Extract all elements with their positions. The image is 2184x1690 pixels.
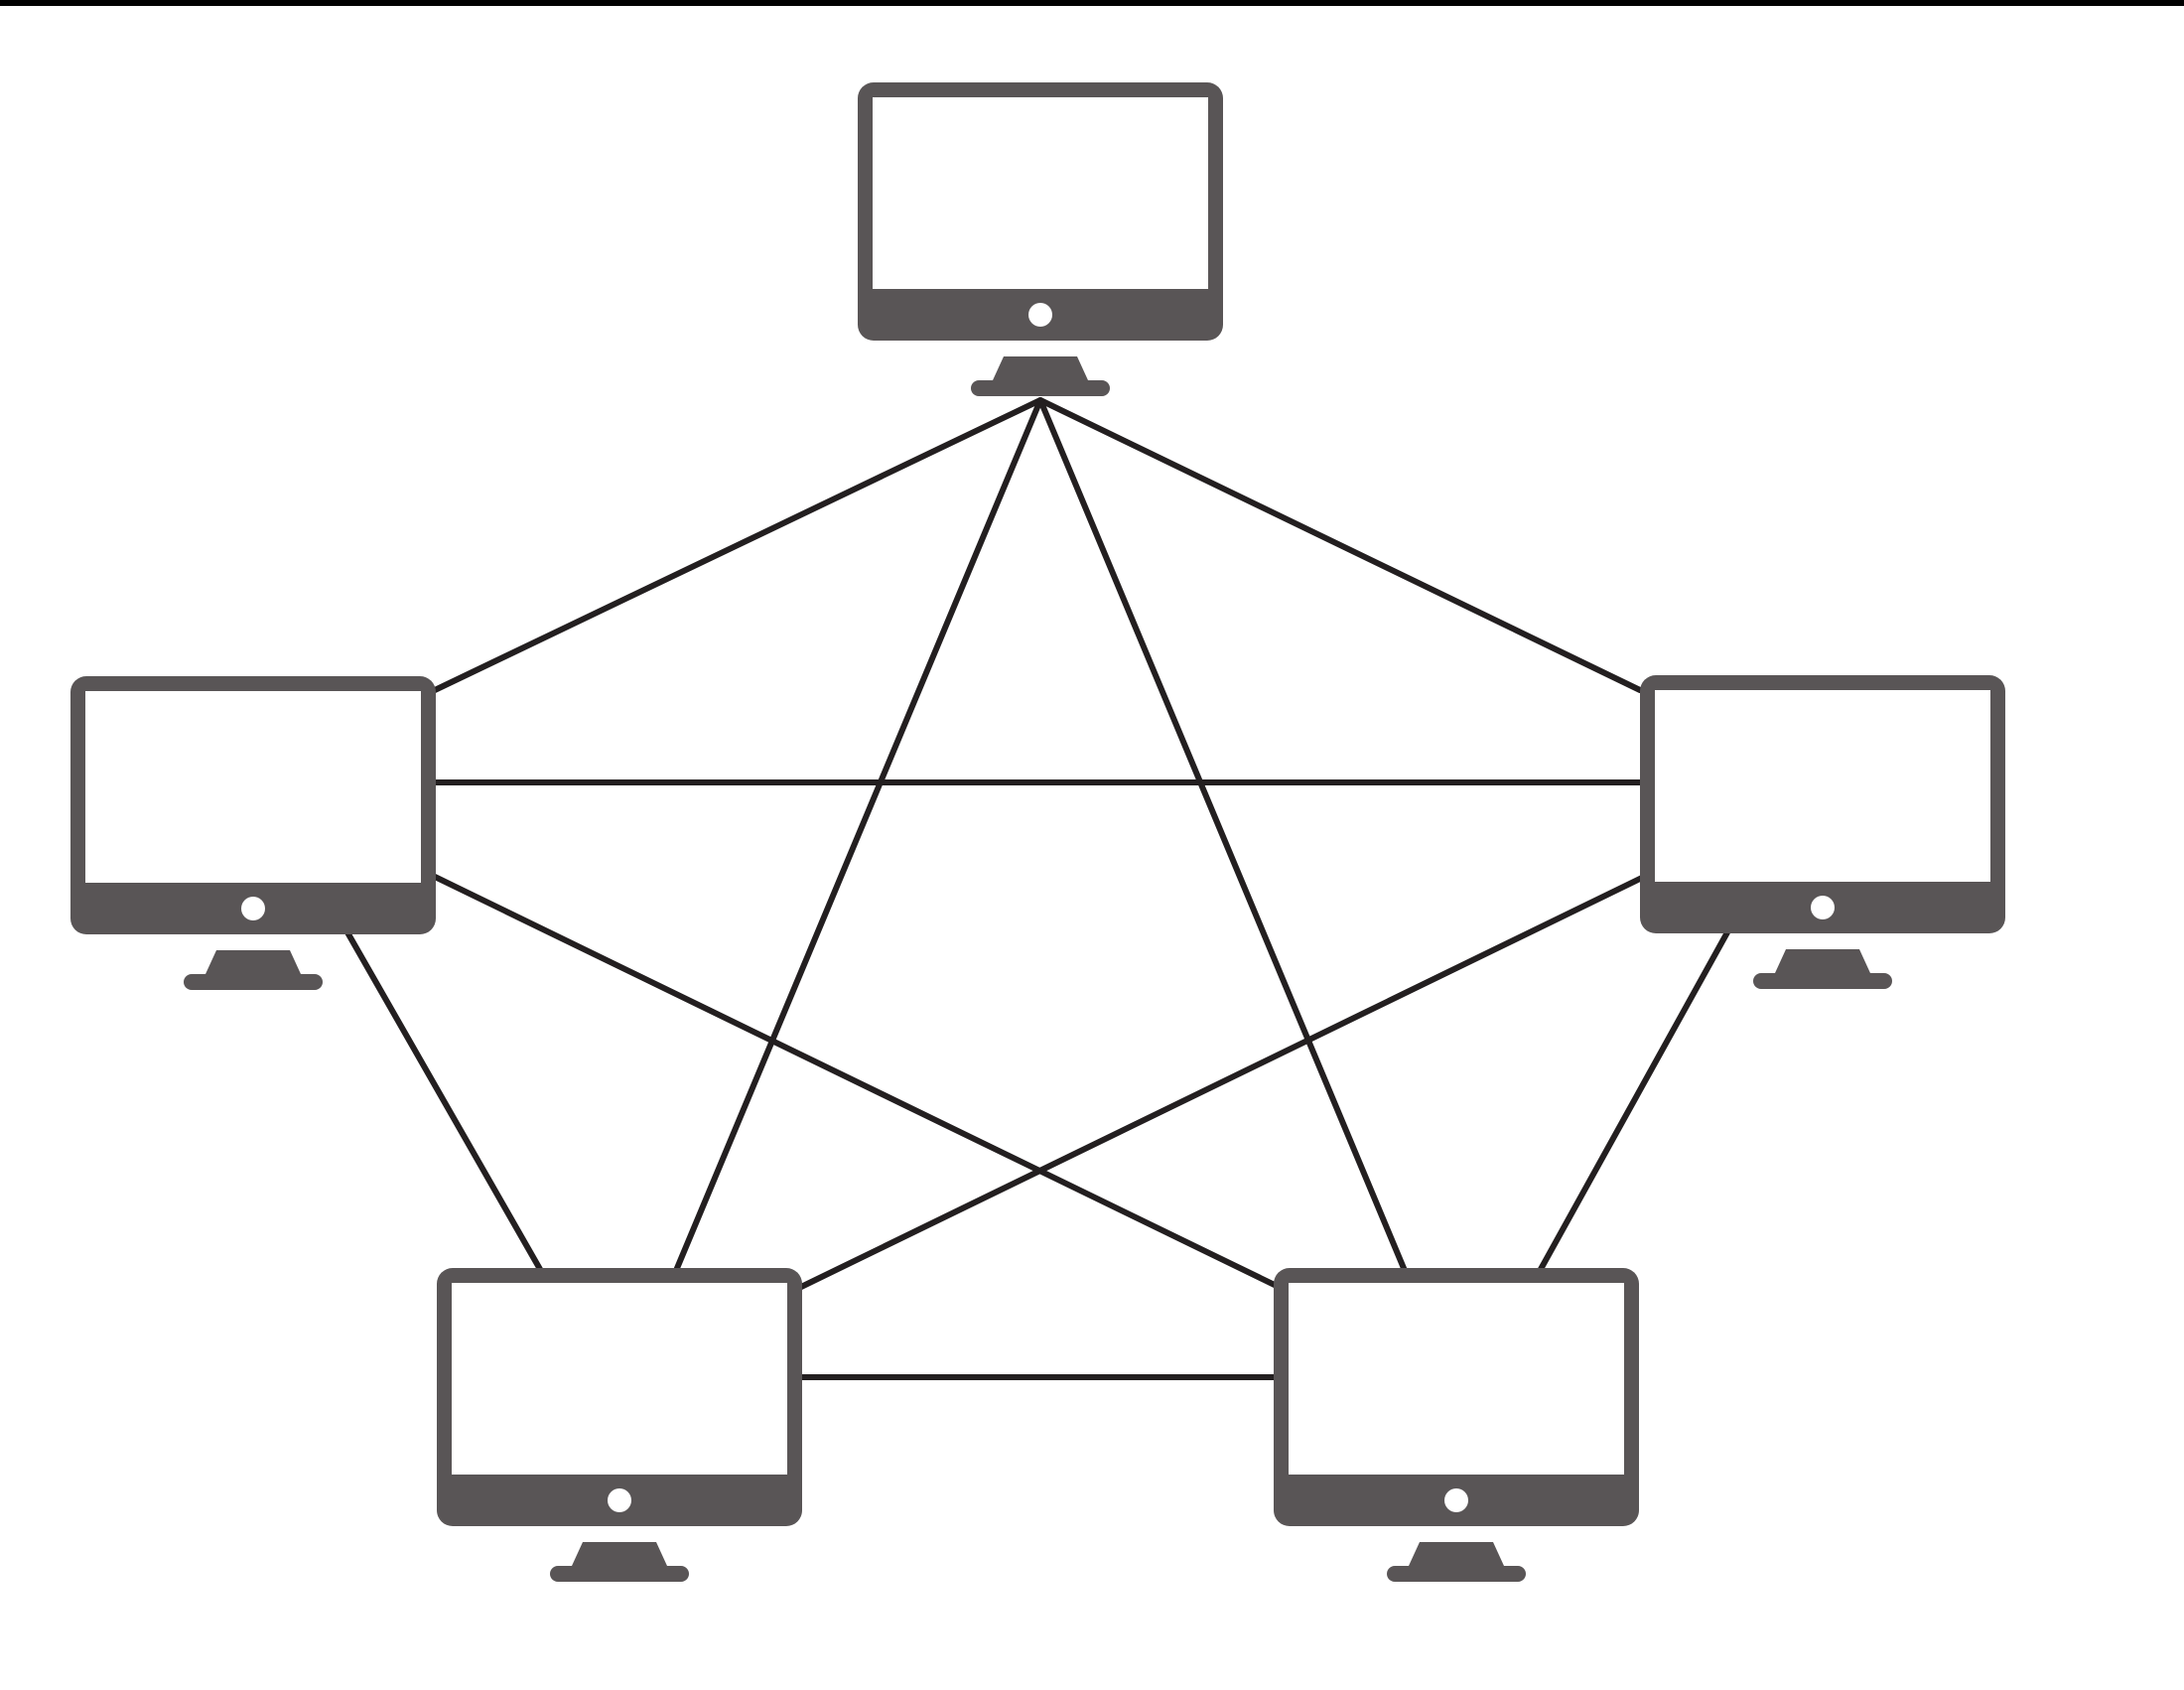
camera-dot-icon xyxy=(1028,303,1052,327)
nodes-layer xyxy=(70,82,2005,1582)
stand-base xyxy=(184,974,323,990)
top-edge-bar xyxy=(0,0,2184,6)
monitor-screen xyxy=(1289,1283,1624,1475)
network-link-right--bottom-right xyxy=(1537,929,1730,1274)
computer-node-left xyxy=(70,676,436,990)
stand-base xyxy=(971,380,1110,396)
computer-node-right xyxy=(1640,675,2005,989)
stand-neck xyxy=(1775,949,1870,973)
stand-neck xyxy=(572,1542,667,1566)
links-layer xyxy=(344,397,1730,1380)
camera-dot-icon xyxy=(608,1488,631,1512)
stand-neck xyxy=(205,950,301,974)
monitor-screen xyxy=(1655,690,1990,882)
stand-neck xyxy=(993,356,1088,380)
camera-dot-icon xyxy=(1811,896,1835,919)
stand-base xyxy=(550,1566,689,1582)
computer-node-bottom-left xyxy=(437,1268,802,1582)
network-link-top--bottom-right xyxy=(1037,397,1409,1276)
camera-dot-icon xyxy=(241,897,265,920)
network-link-top--left xyxy=(432,397,1043,693)
network-link-top--bottom-left xyxy=(672,397,1043,1276)
monitor-screen xyxy=(85,691,421,883)
stand-neck xyxy=(1409,1542,1504,1566)
network-link-left--bottom-left xyxy=(344,929,544,1274)
monitor-screen xyxy=(452,1283,787,1475)
network-link-left--bottom-right xyxy=(430,873,1284,1291)
stand-base xyxy=(1753,973,1892,989)
network-link-right--bottom-left xyxy=(796,875,1645,1291)
monitor-screen xyxy=(873,97,1208,289)
stand-base xyxy=(1387,1566,1526,1582)
camera-dot-icon xyxy=(1444,1488,1468,1512)
computer-node-bottom-right xyxy=(1274,1268,1639,1582)
computer-node-top xyxy=(858,82,1223,396)
network-link-top--right xyxy=(1037,397,1643,693)
